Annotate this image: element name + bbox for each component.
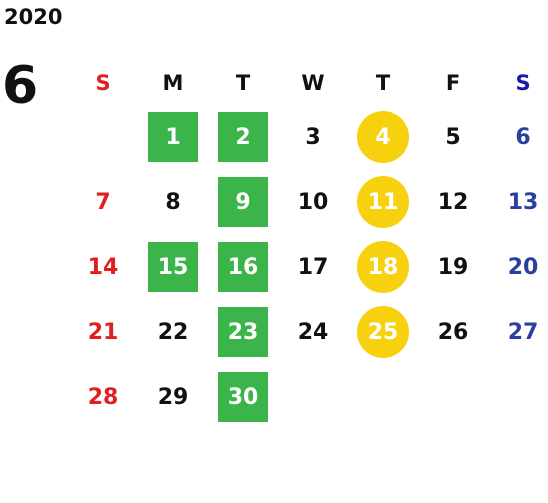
day-cell[interactable]: 25 xyxy=(348,300,418,365)
day-cell[interactable]: 4 xyxy=(348,105,418,170)
day-cell[interactable]: 21 xyxy=(68,300,138,365)
year-label: 2020 xyxy=(4,5,63,29)
calendar-grid: S M T W T F S 1 2 3 4 5 6 7 8 9 10 11 12… xyxy=(68,60,548,430)
day-number: 19 xyxy=(437,255,469,280)
day-cell[interactable]: 17 xyxy=(278,235,348,300)
day-cell[interactable]: 5 xyxy=(418,105,488,170)
day-cell-empty xyxy=(68,105,138,170)
day-cell[interactable]: 23 xyxy=(208,300,278,365)
day-cell[interactable]: 19 xyxy=(418,235,488,300)
day-number: 22 xyxy=(157,320,189,345)
day-number: 14 xyxy=(87,255,119,280)
day-number: 4 xyxy=(375,125,391,150)
week-row-1: 1 2 3 4 5 6 xyxy=(68,105,548,170)
weekday-header-row: S M T W T F S xyxy=(68,60,548,105)
day-number: 6 xyxy=(515,125,531,150)
weekday-saturday: S xyxy=(488,60,548,105)
weekday-label: S xyxy=(515,70,531,95)
day-cell[interactable]: 30 xyxy=(208,365,278,430)
day-number: 24 xyxy=(297,320,329,345)
day-number: 28 xyxy=(87,385,119,410)
day-cell[interactable]: 10 xyxy=(278,170,348,235)
day-number: 10 xyxy=(297,190,329,215)
day-cell-empty xyxy=(348,365,418,430)
day-cell[interactable]: 27 xyxy=(488,300,548,365)
day-number: 1 xyxy=(165,125,181,150)
day-number: 23 xyxy=(227,320,259,345)
green-marker xyxy=(218,177,268,227)
weekday-monday: M xyxy=(138,60,208,105)
green-marker xyxy=(148,242,198,292)
day-cell-empty xyxy=(278,365,348,430)
weekday-label: S xyxy=(95,70,111,95)
yellow-marker xyxy=(357,241,409,293)
weekday-sunday: S xyxy=(68,60,138,105)
day-cell[interactable]: 28 xyxy=(68,365,138,430)
day-number: 29 xyxy=(157,385,189,410)
day-number: 17 xyxy=(297,255,329,280)
green-marker xyxy=(218,372,268,422)
day-cell[interactable]: 2 xyxy=(208,105,278,170)
weekday-label: F xyxy=(445,70,461,95)
day-number: 7 xyxy=(95,190,111,215)
day-number: 16 xyxy=(227,255,259,280)
day-number: 25 xyxy=(367,320,399,345)
week-row-3: 14 15 16 17 18 19 20 xyxy=(68,235,548,300)
green-marker xyxy=(218,112,268,162)
weekday-friday: F xyxy=(418,60,488,105)
day-cell[interactable]: 8 xyxy=(138,170,208,235)
day-number: 9 xyxy=(235,190,251,215)
day-number: 21 xyxy=(87,320,119,345)
day-number: 30 xyxy=(227,385,259,410)
weekday-label: M xyxy=(162,70,184,95)
day-cell-empty xyxy=(418,365,488,430)
day-cell[interactable]: 1 xyxy=(138,105,208,170)
day-cell[interactable]: 3 xyxy=(278,105,348,170)
yellow-marker xyxy=(357,111,409,163)
day-number: 12 xyxy=(437,190,469,215)
day-number: 3 xyxy=(305,125,321,150)
day-number: 2 xyxy=(235,125,251,150)
week-row-5: 28 29 30 xyxy=(68,365,548,430)
day-cell[interactable]: 7 xyxy=(68,170,138,235)
weekday-wednesday: W xyxy=(278,60,348,105)
day-cell[interactable]: 15 xyxy=(138,235,208,300)
weekday-tuesday: T xyxy=(208,60,278,105)
day-cell[interactable]: 11 xyxy=(348,170,418,235)
day-cell-empty xyxy=(488,365,548,430)
week-row-2: 7 8 9 10 11 12 13 xyxy=(68,170,548,235)
day-cell[interactable]: 29 xyxy=(138,365,208,430)
day-number: 8 xyxy=(165,190,181,215)
day-cell[interactable]: 16 xyxy=(208,235,278,300)
day-number: 11 xyxy=(367,190,399,215)
day-number: 13 xyxy=(507,190,539,215)
weekday-label: T xyxy=(235,70,251,95)
day-cell[interactable]: 14 xyxy=(68,235,138,300)
yellow-marker xyxy=(357,306,409,358)
day-cell[interactable]: 24 xyxy=(278,300,348,365)
day-cell[interactable]: 9 xyxy=(208,170,278,235)
weekday-thursday: T xyxy=(348,60,418,105)
green-marker xyxy=(148,112,198,162)
day-number: 26 xyxy=(437,320,469,345)
weekday-label: T xyxy=(375,70,391,95)
day-cell[interactable]: 20 xyxy=(488,235,548,300)
day-cell[interactable]: 6 xyxy=(488,105,548,170)
green-marker xyxy=(218,242,268,292)
green-marker xyxy=(218,307,268,357)
day-number: 5 xyxy=(445,125,461,150)
weekday-label: W xyxy=(301,70,325,95)
day-cell[interactable]: 12 xyxy=(418,170,488,235)
day-number: 27 xyxy=(507,320,539,345)
day-cell[interactable]: 22 xyxy=(138,300,208,365)
yellow-marker xyxy=(357,176,409,228)
day-number: 20 xyxy=(507,255,539,280)
day-cell[interactable]: 13 xyxy=(488,170,548,235)
month-label: 6 xyxy=(2,56,39,116)
day-cell[interactable]: 18 xyxy=(348,235,418,300)
week-row-4: 21 22 23 24 25 26 27 xyxy=(68,300,548,365)
day-cell[interactable]: 26 xyxy=(418,300,488,365)
day-number: 15 xyxy=(157,255,189,280)
day-number: 18 xyxy=(367,255,399,280)
